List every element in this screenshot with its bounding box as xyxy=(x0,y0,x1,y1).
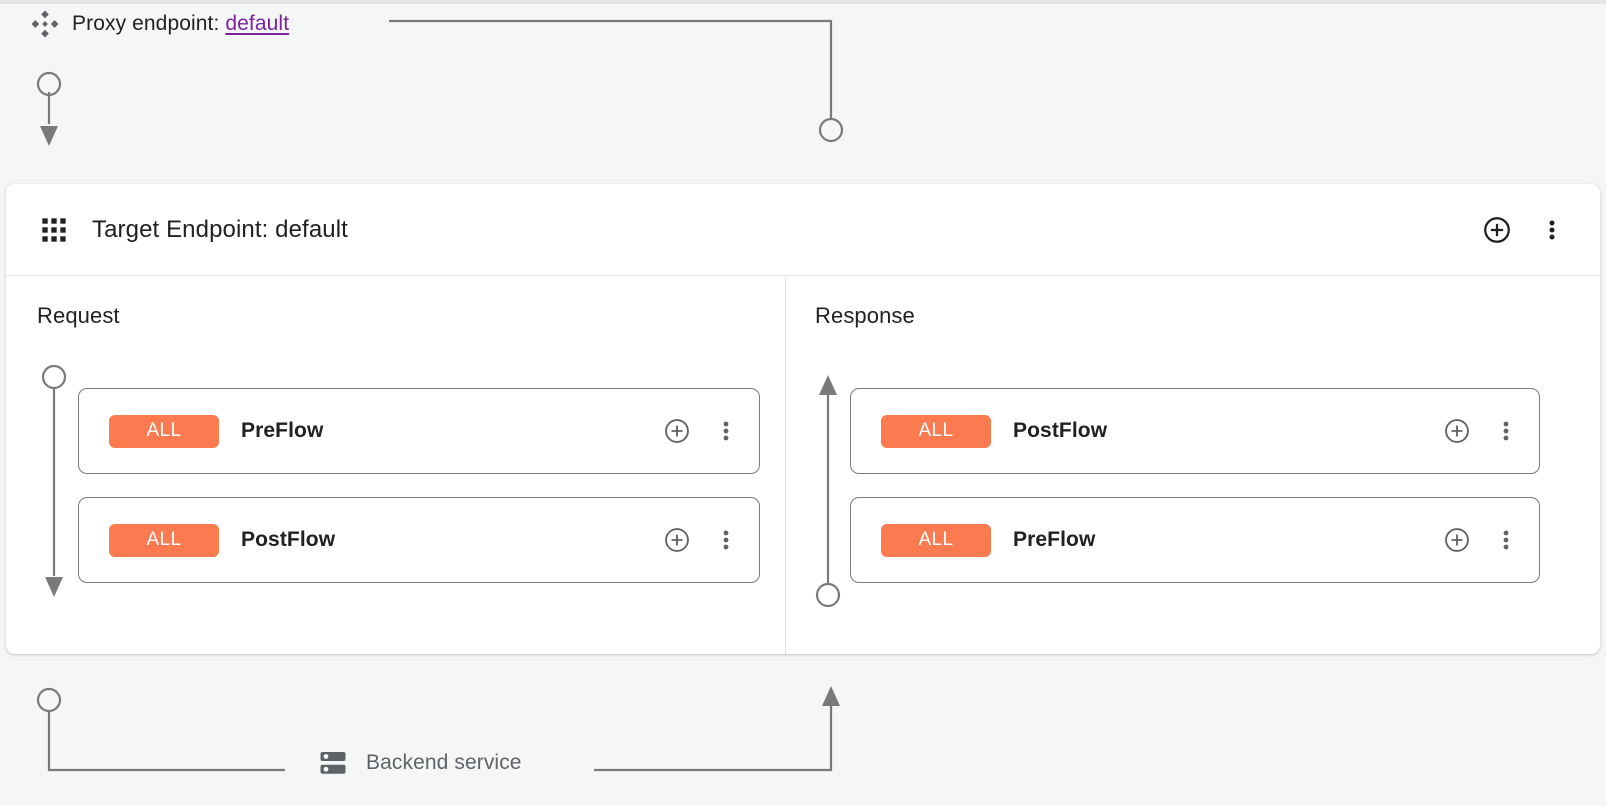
target-endpoint-header: Target Endpoint: default xyxy=(6,184,1600,276)
target-endpoint-actions xyxy=(1482,215,1578,245)
add-circle-icon[interactable] xyxy=(663,526,691,554)
proxy-endpoint-link[interactable]: default xyxy=(225,12,290,35)
proxy-endpoint-header: Proxy endpoint: default xyxy=(30,6,289,42)
add-circle-icon-glyph xyxy=(665,528,689,552)
apps-grid-icon xyxy=(42,217,66,242)
wire-target-to-backend xyxy=(47,712,285,772)
wire-node-proxy-request-start xyxy=(36,71,62,97)
more-vert-icon[interactable] xyxy=(1495,526,1517,554)
window-top-edge xyxy=(0,0,1606,4)
add-circle-icon-glyph xyxy=(1445,528,1469,552)
request-column: Request ALL PreFlow xyxy=(6,276,786,654)
add-circle-icon[interactable] xyxy=(1443,526,1471,554)
target-endpoint-panel: Target Endpoint: default xyxy=(6,184,1600,654)
flow-name: PostFlow xyxy=(1013,419,1108,442)
request-column-label: Request xyxy=(37,303,120,328)
dns-server-icon xyxy=(320,752,346,774)
backend-service-node[interactable]: Backend service xyxy=(318,748,522,778)
flow-card[interactable]: ALL PreFlow xyxy=(850,497,1540,583)
wire-node-target-request-out xyxy=(36,687,62,713)
endpoint-flow-columns: Request ALL PreFlow xyxy=(6,276,1600,654)
more-vert-icon[interactable] xyxy=(1495,417,1517,445)
flow-condition-badge: ALL xyxy=(109,414,219,448)
proxy-endpoint-title: Proxy endpoint: default xyxy=(72,12,289,36)
response-column-label: Response xyxy=(815,303,915,328)
flow-condition-badge: ALL xyxy=(881,414,991,448)
backend-service-label: Backend service xyxy=(366,751,522,774)
flow-condition-badge: ALL xyxy=(109,523,219,557)
more-vert-icon-glyph xyxy=(1503,530,1509,550)
more-vert-icon[interactable] xyxy=(715,526,737,554)
add-circle-icon[interactable] xyxy=(1482,215,1512,245)
wire-arrow-proxy-down xyxy=(40,126,58,146)
wire-node-target-request-in xyxy=(818,117,844,143)
flow-card-actions xyxy=(1443,526,1517,554)
more-vert-icon[interactable] xyxy=(1540,215,1564,245)
flow-name: PreFlow xyxy=(241,419,324,442)
more-vert-icon-glyph xyxy=(723,530,729,550)
more-vert-icon-glyph xyxy=(1549,220,1555,239)
flow-card[interactable]: ALL PostFlow xyxy=(78,497,760,583)
wire-arrow-backend-up xyxy=(822,686,840,706)
request-flow-rail xyxy=(41,364,67,597)
add-circle-icon[interactable] xyxy=(663,417,691,445)
response-flow-rail xyxy=(815,375,841,608)
flow-name: PostFlow xyxy=(241,528,336,551)
target-endpoint-title: Target Endpoint: default xyxy=(92,215,348,243)
flow-card-actions xyxy=(663,526,737,554)
wire-proxy-to-target xyxy=(389,19,833,120)
request-rail-start-node xyxy=(41,364,67,390)
add-circle-icon[interactable] xyxy=(1443,417,1471,445)
proxy-endpoint-label: Proxy endpoint: xyxy=(72,12,220,35)
add-circle-icon-glyph xyxy=(1445,419,1469,443)
more-vert-icon-glyph xyxy=(1503,421,1509,441)
add-circle-icon-glyph xyxy=(665,419,689,443)
response-rail-arrow-up xyxy=(819,375,837,395)
response-rail-end-node xyxy=(815,582,841,608)
flow-card[interactable]: ALL PostFlow xyxy=(850,388,1540,474)
request-flow-cards: ALL PreFlow xyxy=(78,388,760,583)
flow-card[interactable]: ALL PreFlow xyxy=(78,388,760,474)
more-vert-icon[interactable] xyxy=(715,417,737,445)
add-circle-icon-glyph xyxy=(1484,216,1510,243)
flow-condition-badge: ALL xyxy=(881,523,991,557)
wire-backend-to-target xyxy=(594,700,833,772)
flow-card-actions xyxy=(1443,417,1517,445)
flow-name: PreFlow xyxy=(1013,528,1096,551)
proxy-endpoint-icon xyxy=(31,10,59,38)
response-column: Response ALL PostFlow xyxy=(786,276,1599,654)
flow-card-actions xyxy=(663,417,737,445)
more-vert-icon-glyph xyxy=(723,421,729,441)
request-rail-arrow-down xyxy=(45,577,63,597)
response-flow-cards: ALL PostFlow xyxy=(850,388,1540,583)
